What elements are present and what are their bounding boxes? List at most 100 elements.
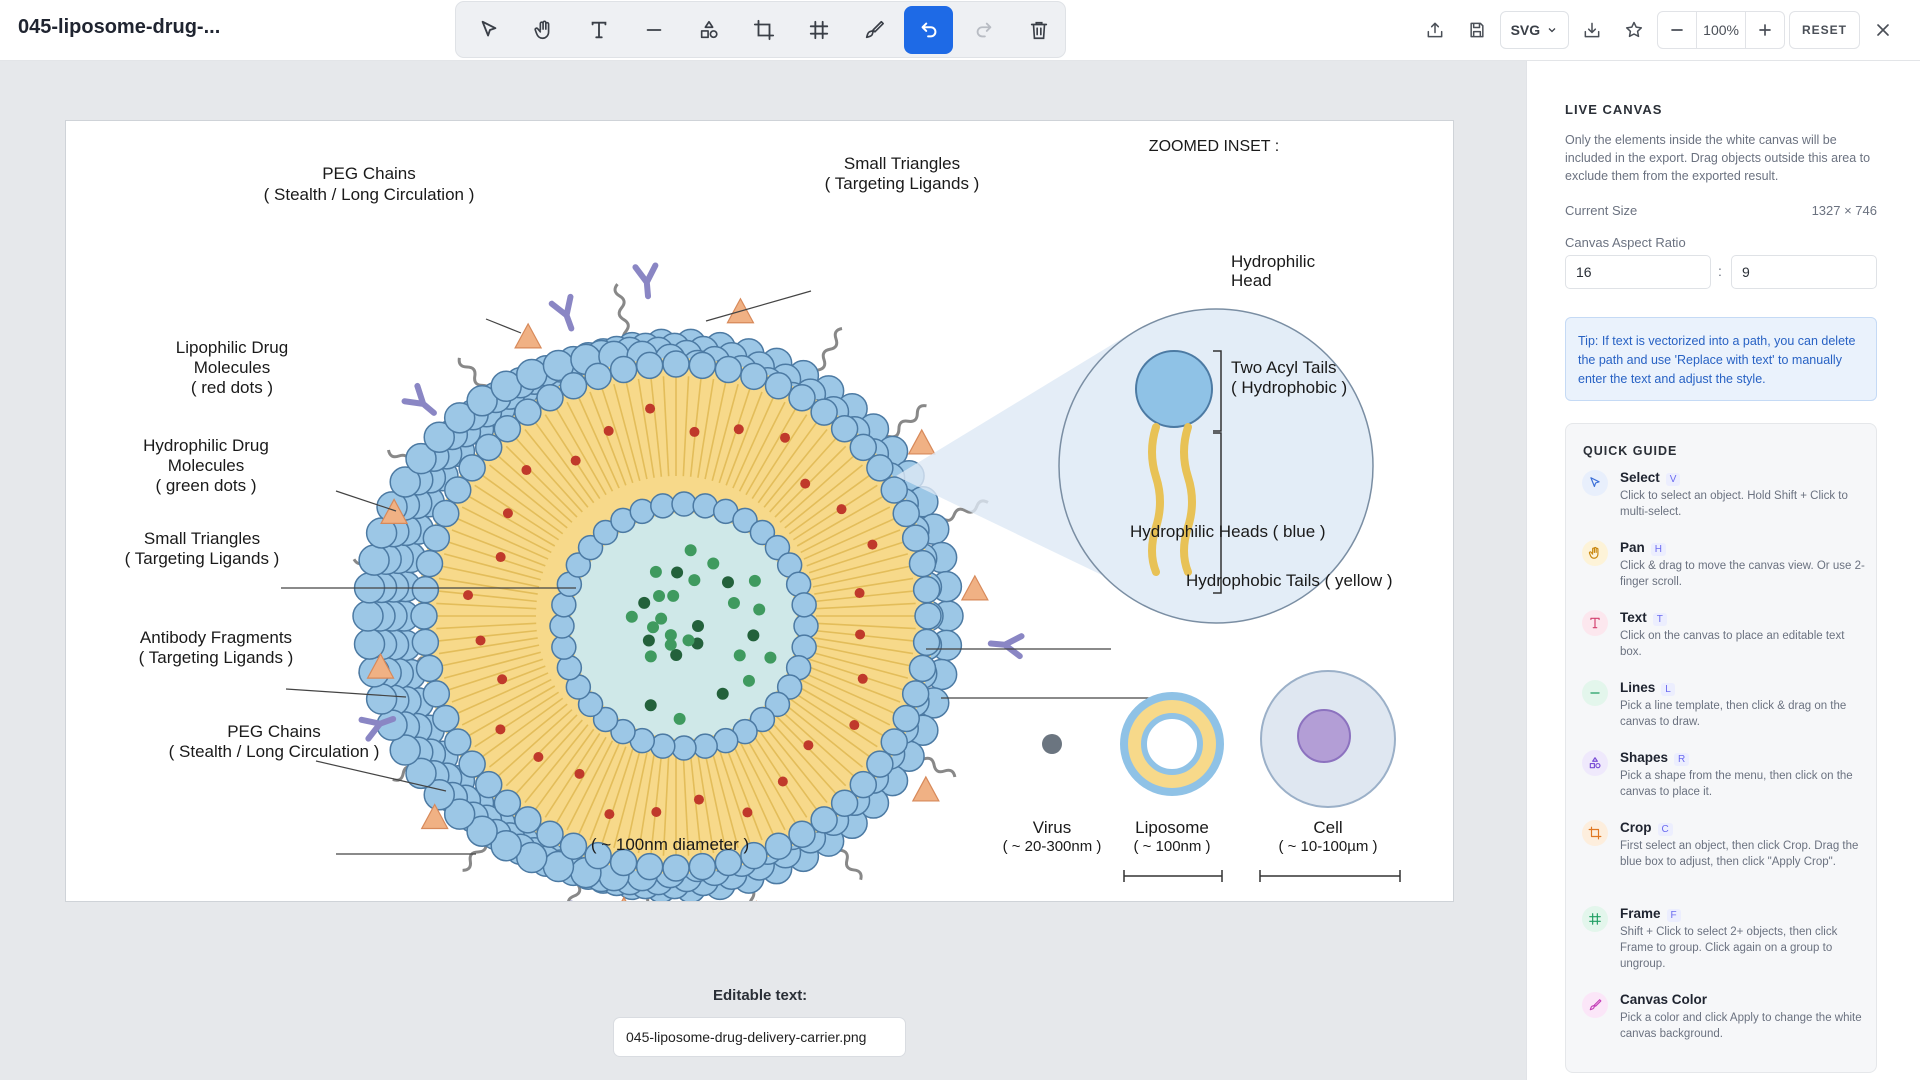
tail-line	[625, 381, 648, 480]
rim-head	[880, 728, 908, 756]
tail-line	[689, 377, 702, 477]
current-size-value: 1327 × 746	[1811, 203, 1877, 218]
green-dot	[671, 566, 684, 579]
hand-icon	[533, 20, 549, 39]
rim-head	[688, 852, 717, 881]
frame-tool[interactable]	[794, 6, 843, 54]
scale-bar-liposome	[1123, 870, 1223, 882]
save-button[interactable]	[1458, 11, 1496, 49]
guide-title-text: Lines	[1620, 680, 1656, 695]
green-dot	[688, 574, 701, 587]
antibody-arm	[358, 715, 397, 742]
tail-line	[601, 387, 634, 484]
green-dot	[707, 557, 720, 570]
tail-line	[566, 740, 614, 831]
rim-head	[740, 362, 768, 391]
outer-head	[405, 757, 437, 790]
trash-icon	[1030, 21, 1047, 39]
tail-line	[689, 755, 702, 855]
green-dot	[625, 610, 638, 623]
rim-head	[908, 549, 937, 578]
tip-box: Tip: If text is vectorized into a path, …	[1565, 317, 1877, 401]
guide-description: Click on the canvas to place an editable…	[1620, 630, 1845, 658]
liposome-illustration[interactable]: PEG Chains ( Stealth / Long Circulation …	[66, 121, 1453, 901]
close-button[interactable]	[1864, 11, 1902, 49]
tail-line	[682, 376, 690, 477]
white-canvas[interactable]: PEG Chains ( Stealth / Long Circulation …	[65, 120, 1454, 902]
red-dot	[521, 465, 532, 476]
guide-description: Pick a line template, then click & drag …	[1620, 700, 1847, 728]
zoom-out-button[interactable]	[1658, 12, 1696, 48]
tail-line	[497, 454, 573, 523]
rim-hydrophilic-heads	[410, 350, 942, 882]
label-lipo-1: Lipophilic Drug	[176, 338, 288, 357]
tail-line	[481, 697, 564, 758]
canvas-color-tool[interactable]	[849, 6, 898, 54]
lipophilic-drug-dots	[463, 403, 878, 820]
crop-tool[interactable]	[739, 6, 788, 54]
outer-head	[405, 442, 437, 475]
targeting-triangles	[366, 297, 989, 901]
favorite-button[interactable]	[1615, 11, 1653, 49]
chevron-down-icon	[1548, 28, 1556, 33]
tail-line	[577, 743, 620, 836]
tail-line	[814, 637, 914, 655]
rim-head	[584, 362, 612, 391]
delete-button[interactable]	[1014, 6, 1063, 54]
outer-head	[490, 829, 522, 862]
green-dot	[644, 650, 657, 663]
redo-button[interactable]	[959, 6, 1008, 54]
pan-tool[interactable]	[519, 6, 568, 54]
text-tool[interactable]	[574, 6, 623, 54]
share-button[interactable]	[1416, 11, 1454, 49]
label-peg-bot-1: PEG Chains	[227, 722, 321, 741]
targeting-triangle	[514, 322, 543, 349]
tail-line	[488, 464, 568, 529]
aspect-height-input[interactable]: 9	[1731, 255, 1877, 289]
zoom-in-button[interactable]	[1746, 12, 1784, 48]
quick-guide-title: QUICK GUIDE	[1583, 444, 1678, 458]
label-hydro-3: ( green dots )	[155, 476, 256, 495]
tail-line	[456, 672, 549, 715]
label-tri-top-1: Small Triangles	[844, 154, 960, 173]
tail-line	[725, 391, 763, 486]
rim-head	[422, 524, 451, 552]
tail-line	[751, 732, 808, 818]
tail-line	[474, 484, 560, 541]
guide-description: Click to select an object. Hold Shift + …	[1620, 490, 1848, 518]
guide-title-text: Pan	[1620, 540, 1645, 555]
outer-head	[516, 841, 548, 874]
tail-line	[613, 751, 641, 849]
green-dot	[649, 565, 662, 578]
download-icon	[1584, 22, 1600, 38]
label-anti-2: ( Targeting Ligands )	[139, 648, 294, 667]
label-hydro-2: Molecules	[168, 456, 245, 475]
aspect-width-input[interactable]: 16	[1565, 255, 1711, 289]
download-button[interactable]	[1573, 11, 1611, 49]
format-select[interactable]: SVG	[1499, 11, 1570, 49]
line-tool[interactable]	[629, 6, 678, 54]
document-title[interactable]: 045-liposome-drug-...	[18, 16, 221, 38]
antibody-arm	[632, 262, 659, 300]
label-peg-top-2: ( Stealth / Long Circulation )	[264, 185, 475, 204]
tail-line	[524, 724, 589, 804]
guide-shortcut: R	[1674, 753, 1690, 766]
tail-line	[792, 691, 878, 748]
undo-button[interactable]	[904, 5, 953, 54]
tail-line	[441, 565, 540, 588]
guide-title-text: Shapes	[1620, 750, 1669, 765]
shapes-tool[interactable]	[684, 6, 733, 54]
tail-line	[650, 377, 663, 477]
editable-text-input[interactable]	[613, 1017, 906, 1057]
rim-head	[880, 476, 908, 504]
antibody-fragment	[401, 382, 437, 416]
reset-button[interactable]: RESET	[1788, 11, 1860, 49]
cell-nucleus	[1297, 709, 1351, 763]
select-tool[interactable]	[464, 6, 513, 54]
rim-head	[609, 355, 638, 384]
